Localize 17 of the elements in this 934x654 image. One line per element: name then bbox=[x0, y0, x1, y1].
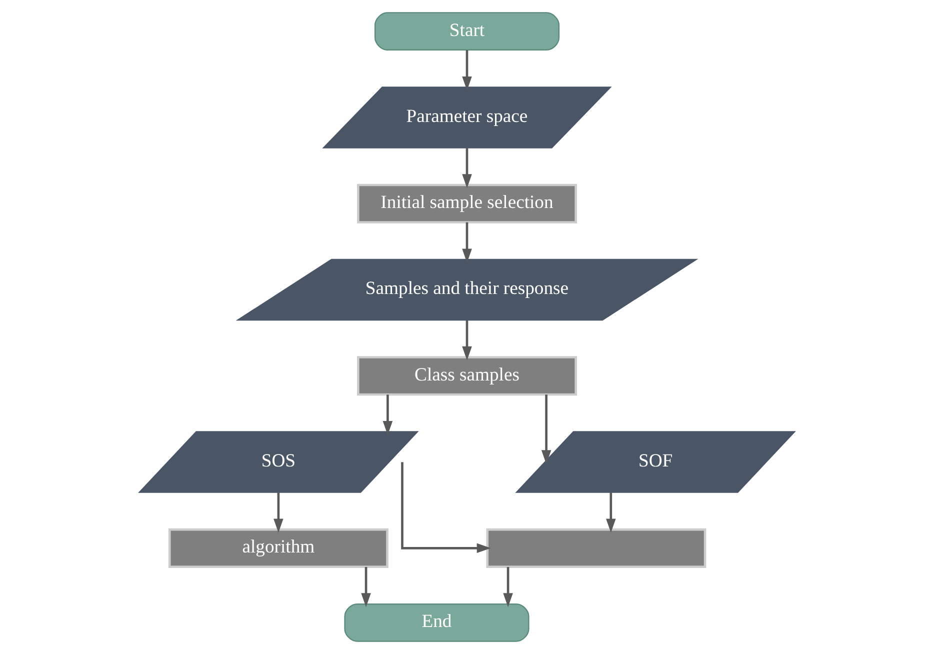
node-box: algorithm bbox=[168, 528, 388, 568]
node-box: Class samples bbox=[357, 356, 577, 396]
arrow bbox=[462, 148, 472, 188]
arrow bbox=[541, 394, 552, 464]
node-box: End bbox=[344, 603, 530, 642]
arrow bbox=[361, 566, 371, 608]
node-box: Start bbox=[374, 12, 560, 51]
node-box bbox=[486, 528, 706, 568]
arrow bbox=[462, 320, 472, 360]
arrow bbox=[382, 394, 393, 436]
arrow bbox=[462, 222, 472, 263]
arrow bbox=[503, 566, 513, 608]
arrow bbox=[274, 492, 284, 533]
node-box: Initial sample selection bbox=[357, 184, 577, 224]
arrow bbox=[401, 462, 491, 554]
arrow bbox=[606, 492, 616, 533]
arrow bbox=[462, 50, 472, 90]
